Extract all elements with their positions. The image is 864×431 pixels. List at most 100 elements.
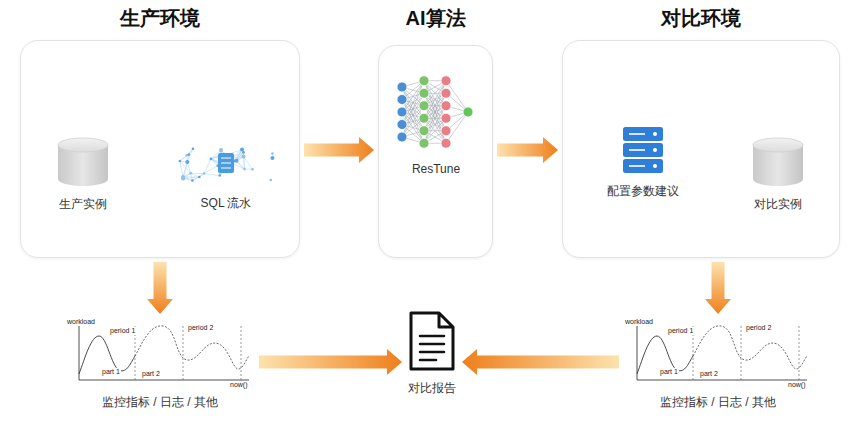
graphic-part: [420, 343, 444, 346]
graphic-part: [419, 88, 429, 98]
graphic-part: [419, 138, 429, 148]
flow-arrow: [304, 137, 374, 163]
graphic-part: [653, 148, 657, 152]
graphic-part: [397, 107, 407, 117]
graphic-part: [204, 159, 211, 174]
graphic-part: [653, 132, 657, 136]
graphic-part: [623, 127, 663, 141]
graphic-part: [693, 326, 807, 369]
graphic-part: [629, 165, 645, 167]
graphic-part: [420, 351, 444, 354]
graphic-part: [441, 113, 451, 123]
chart-annotation: workload: [66, 318, 96, 326]
graphic-part: [637, 326, 807, 380]
config-suggestion: 配置参数建议: [607, 125, 679, 200]
graphic-part: [623, 143, 663, 157]
report-document: 对比报告: [406, 310, 458, 397]
node-label: 监控指标 / 日志 / 其他: [660, 394, 776, 411]
icon-holder: [55, 136, 111, 192]
graphic-part: [58, 138, 108, 152]
graphic-part: [218, 174, 221, 177]
icon-holder: [406, 310, 458, 376]
chart-annotation: period 2: [187, 324, 214, 332]
chart-annotation: now(): [229, 381, 249, 389]
graphic-part: [271, 152, 274, 155]
graphic-part: [397, 82, 407, 92]
graphic-part: [419, 76, 429, 86]
graphic-part: [179, 160, 182, 163]
graphic-part: [242, 155, 246, 159]
graphic-part: [235, 159, 239, 163]
graphic-part: [623, 159, 663, 173]
graphic-part: [441, 101, 451, 111]
chart-annotation: part 2: [141, 370, 161, 378]
graphic-part: [243, 168, 246, 171]
graphic-part: [221, 168, 231, 169]
sql-stream: SQL 流水: [171, 141, 281, 212]
chart-annotation: period 1: [667, 327, 694, 335]
graphic-part: [187, 149, 193, 156]
graphic-part: [420, 359, 436, 362]
panel-heading: 对比环境: [543, 5, 859, 32]
graphic-part: [441, 88, 451, 98]
node-label: 对比报告: [408, 380, 456, 397]
chart-annotation: now(): [787, 381, 807, 389]
chart-annotation: workload: [624, 318, 654, 326]
neural-network-icon: [393, 70, 479, 154]
graphic-part: [629, 149, 645, 151]
graphic-part: [203, 172, 206, 175]
chart-annotation: part 2: [699, 370, 719, 378]
graphic-part: [411, 313, 453, 369]
flow-arrow: [259, 349, 402, 375]
panel-heading: AI算法: [359, 5, 512, 32]
icon-holder: [171, 141, 281, 191]
graphic-part: [251, 168, 254, 171]
graphic-part: [135, 326, 249, 369]
icon-holder: [750, 136, 806, 192]
monitoring-chart: workload period 1 part 1 part 2 period 2 now(…: [623, 318, 813, 411]
cylinder-icon: [55, 136, 111, 188]
graphic-part: [441, 138, 451, 148]
database-instance: 生产实例: [55, 136, 111, 213]
graphic-part: [221, 158, 231, 159]
graphic-part: [242, 151, 245, 154]
node-label: 生产实例: [59, 196, 107, 213]
graphic-part: [218, 153, 234, 173]
monitoring-chart: workloadperiod 1part 1part 2period 2now(…: [65, 318, 255, 411]
graphic-part: [181, 176, 185, 180]
graphic-part: [397, 132, 407, 142]
graphic-part: [424, 106, 446, 144]
graphic-part: [397, 120, 407, 130]
graphic-part: [240, 148, 244, 152]
graphic-part: [463, 107, 473, 117]
chart-annotation: period 2: [745, 324, 772, 332]
graphic-part: [653, 164, 657, 168]
environment-panel: 配置参数建议对比实例对比环境: [562, 40, 840, 258]
document-icon: [406, 310, 458, 372]
graphic-part: [191, 179, 194, 182]
graphic-part: [185, 160, 189, 164]
graphic-part: [753, 138, 803, 152]
node-label: 对比实例: [754, 196, 802, 213]
node-label: 监控指标 / 日志 / 其他: [102, 394, 218, 411]
graphic-part: [187, 149, 193, 162]
database-instance: 对比实例: [750, 136, 806, 213]
graphic-part: [219, 148, 223, 152]
network-illustration: [171, 141, 281, 187]
graphic-part: [799, 326, 800, 380]
graphic-part: [180, 161, 183, 177]
icon-holder: [393, 70, 479, 158]
flow-arrow: [147, 262, 173, 314]
node-label: SQL 流水: [201, 195, 252, 212]
graphic-part: [419, 101, 429, 111]
workload-chart: [65, 318, 255, 390]
icon-holder: workloadperiod 1part 1part 2period 2now(…: [65, 318, 255, 390]
icon-holder: workload period 1 part 1 part 2 period 2 now(…: [623, 318, 813, 390]
environment-panel: 生产实例SQL 流水生产环境: [20, 40, 300, 258]
algorithm-panel: ResTuneAI算法: [378, 45, 493, 258]
graphic-part: [198, 176, 201, 179]
graphic-part: [210, 158, 213, 161]
chart-annotation: part 1: [659, 368, 679, 376]
flow-arrow: [497, 137, 558, 163]
